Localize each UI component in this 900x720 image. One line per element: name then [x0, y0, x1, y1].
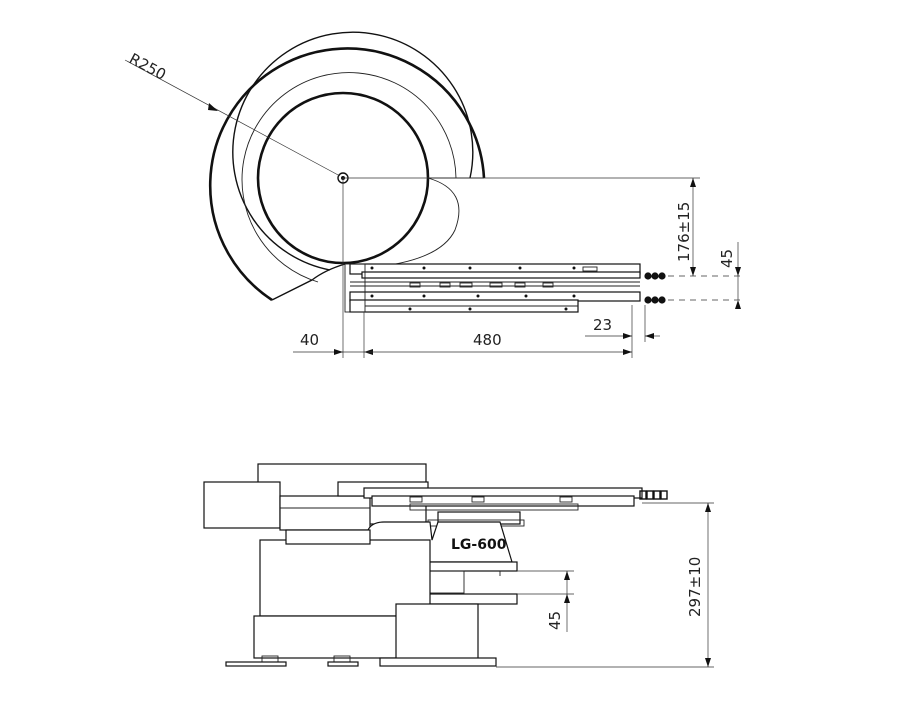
- bowl-base-plate: [225, 661, 287, 667]
- model-label: LG-600: [451, 537, 507, 553]
- dim-length-label: 480: [473, 331, 502, 349]
- dim-end-label: 23: [593, 316, 612, 334]
- bowl-spiral-tail: [271, 263, 346, 301]
- side-view: LG-600 297±10 45: [203, 463, 714, 668]
- linear-track: [344, 263, 641, 313]
- bowl-drive-column: [259, 539, 431, 617]
- dim-height-label: 176±15: [675, 202, 693, 262]
- radius-leader: [124, 59, 341, 177]
- dim-base-gap-label: 45: [546, 611, 564, 630]
- top-view: R250: [124, 31, 741, 358]
- track-pedestal: [395, 603, 479, 661]
- parts-row-lower: [644, 296, 666, 304]
- bowl-side-flange: [203, 481, 281, 529]
- radius-arrowhead: [208, 103, 218, 111]
- radius-label: R250: [126, 50, 169, 84]
- dim-offset-label: 40: [300, 331, 319, 349]
- bowl-outer-spiral: [208, 47, 486, 302]
- dim-total-height-label: 297±10: [686, 557, 704, 617]
- bowl-middle-ring: [232, 31, 474, 271]
- bowl-exit-curve: [364, 177, 460, 269]
- bowl-middle-ring-2: [241, 72, 457, 283]
- bowl-drive-base: [253, 615, 401, 659]
- dim-track-spacing-label: 45: [718, 249, 736, 268]
- track-pedestal-base: [379, 657, 497, 667]
- parts-row-upper: [644, 272, 666, 280]
